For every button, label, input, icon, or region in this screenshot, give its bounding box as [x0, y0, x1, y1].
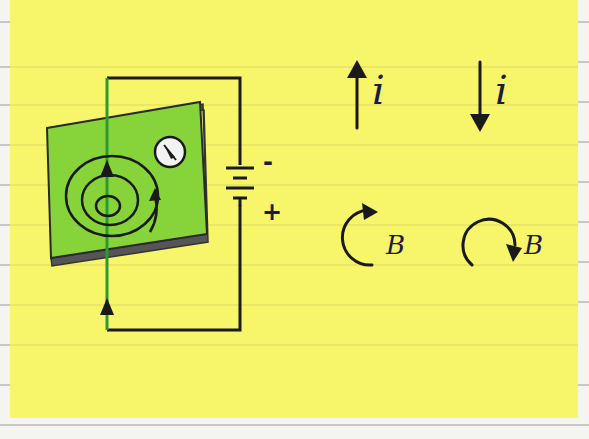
current-label: i — [372, 70, 385, 110]
battery-terminal: + — [262, 200, 282, 224]
battery-terminal: - — [263, 150, 273, 174]
field-label: B — [524, 232, 543, 258]
current-label: i — [495, 70, 508, 110]
field-label: B — [386, 232, 405, 258]
